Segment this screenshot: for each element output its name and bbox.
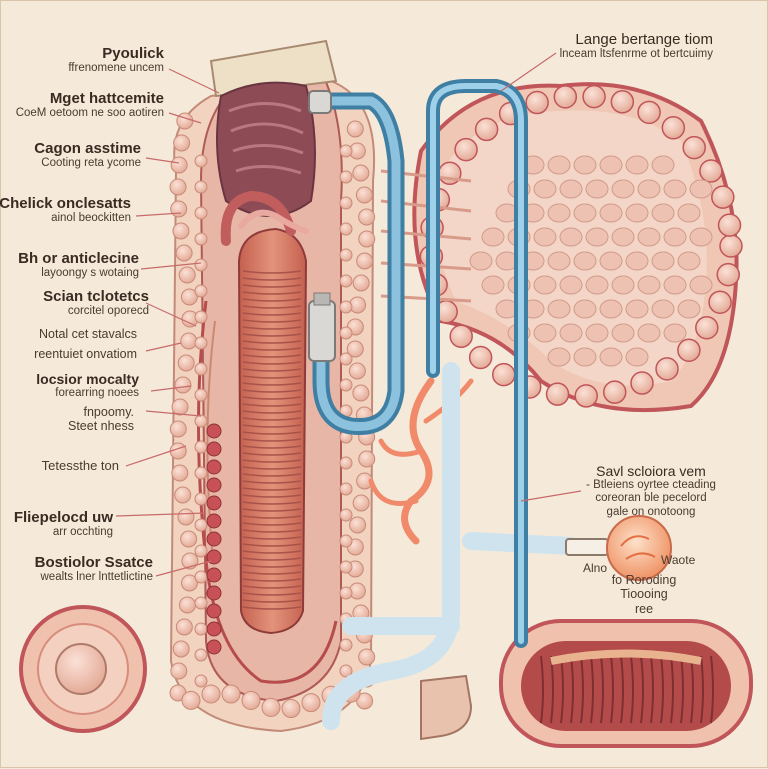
label-7-title: Notal cet stavalcs	[39, 327, 137, 341]
label-2-sub: CoeM oetoom ne soo aotiren	[15, 107, 164, 120]
label-top-right: Lange bertange tiom lnceam ltsfenrme ot …	[560, 31, 713, 61]
label-4-title: Chelick onclesatts	[0, 195, 131, 212]
label-lower-right-line-1: fo Roroding	[611, 573, 677, 587]
label-7: Notal cet stavalcs reentuiet onvatiom	[34, 327, 137, 362]
label-8: locsior mocalty forearring noees	[36, 371, 139, 400]
label-4-sub: ainol beockitten	[51, 212, 131, 225]
label-9-sub: Steet nhess	[67, 419, 134, 434]
label-1-sub: ffrenomene uncem	[68, 62, 164, 75]
leader-lines	[115, 52, 582, 577]
label-lower-right-left: Alno	[583, 561, 608, 575]
label-top-right-sub: lnceam ltsfenrme ot bertcuimy	[559, 48, 713, 61]
label-1: Pyoulick ffrenomene uncem	[68, 45, 164, 75]
label-8-title: locsior mocalty	[36, 371, 139, 387]
orb-bulb	[565, 515, 672, 581]
label-12-sub: wealts lner lnttetlictine	[40, 571, 154, 584]
label-8-sub: forearring noees	[55, 387, 139, 400]
label-mid-right-title: Savl scloiora vem	[596, 463, 706, 479]
pipe-coupling	[420, 674, 473, 741]
label-mid-right-line-3: gale on onotoong	[606, 505, 696, 518]
label-lower-right-right: Waote	[661, 553, 696, 567]
label-mid-right-line-1: - Btleiens oyrtee cteading	[586, 479, 716, 492]
label-11: Fliepelocd uw arr occhting	[14, 509, 113, 539]
blue-tube	[312, 79, 528, 648]
label-2-title: Mget hattcemite	[49, 90, 164, 107]
label-2: Mget hattcemite CoeM oetoom ne soo aotir…	[16, 90, 164, 120]
label-10-title: Tetessthe ton	[41, 458, 119, 473]
label-3-sub: Cooting reta ycome	[41, 157, 141, 170]
label-12: Bostiolor Ssatce wealts lner lnttetlicti…	[35, 554, 153, 584]
label-4: Chelick onclesatts ainol beockitten	[0, 195, 131, 225]
label-mid-right-line-2: coreoran ble pecelord	[595, 492, 707, 505]
label-top-right-title: Lange bertange tiom	[575, 31, 713, 48]
label-lower-right: fo Roroding Tioooing ree	[589, 573, 699, 616]
label-3: Cagon asstime Cooting reta ycome	[34, 140, 141, 170]
label-10: Tetessthe ton	[41, 458, 119, 474]
right-upper-organ	[380, 82, 743, 413]
left-bottom-nodule	[19, 605, 147, 733]
label-9: fnpoomy. Steet nhess	[68, 405, 134, 434]
label-6-title: Scian tclotetcs	[43, 288, 149, 305]
label-5-title: Bh or anticlecine	[18, 250, 139, 267]
label-lower-right-line-3: ree	[634, 601, 654, 616]
label-1-title: Pyoulick	[102, 45, 164, 62]
label-5: Bh or anticlecine layoongy s wotaing	[18, 250, 139, 280]
label-lower-right-line-2: Tioooing	[620, 587, 668, 602]
label-12-title: Bostiolor Ssatce	[34, 554, 153, 571]
label-5-sub: layoongy s wotaing	[41, 267, 139, 280]
label-3-title: Cagon asstime	[34, 140, 141, 157]
label-6: Scian tclotetcs corcitel oporecd	[43, 288, 149, 318]
label-11-title: Fliepelocd uw	[13, 509, 113, 526]
tube-fitting	[308, 90, 336, 362]
label-9-title: fnpoomy.	[83, 405, 135, 419]
bottom-right-organ	[499, 619, 753, 748]
label-mid-right: Savl scloiora vem - Btleiens oyrtee ctea…	[571, 463, 731, 519]
label-11-sub: arr occhting	[52, 526, 113, 539]
label-7-sub: reentuiet onvatiom	[34, 347, 137, 362]
label-6-sub: corcitel oporecd	[67, 305, 149, 318]
